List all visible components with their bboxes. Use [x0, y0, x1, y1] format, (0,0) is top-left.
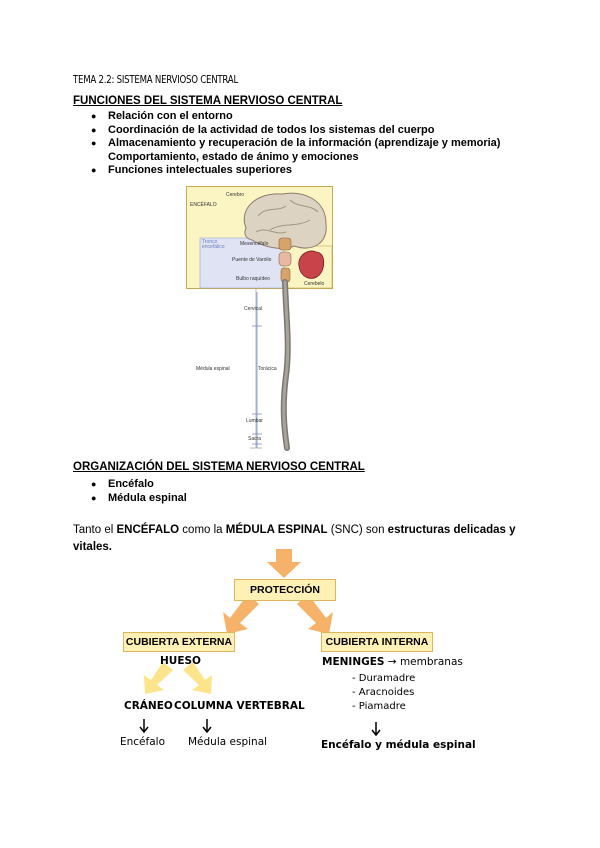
snc-paragraph: Tanto el ENCÉFALO como la MÉDULA ESPINAL…	[73, 522, 523, 556]
list-item: ●Médula espinal	[91, 491, 187, 504]
para-medula: MÉDULA ESPINAL	[225, 524, 328, 536]
cubierta-externa-box: CUBIERTA EXTERNA	[123, 632, 235, 652]
encefalo-label: Encéfalo	[120, 736, 165, 748]
document-title: TEMA 2.2: SISTEMA NERVIOSO CENTRAL	[73, 74, 238, 86]
label-sacra: Sacra	[248, 436, 262, 442]
label-cerebro: Cerebro	[226, 192, 245, 198]
arrow-to-craneo	[144, 662, 173, 694]
brain-shape	[243, 192, 327, 249]
list-item: ●Relación con el entorno	[91, 110, 233, 122]
label-mesencefalo: Mesencéfalo	[240, 241, 269, 247]
list-item: ●Encéfalo	[91, 478, 154, 490]
cns-anatomy-figure: Cerebro ENCÉFALO Tronco encefálico Mesen…	[186, 186, 416, 451]
label-lumbar: Lumbar	[246, 418, 263, 424]
label-cerebelo: Cerebelo	[304, 281, 325, 287]
hueso-label: HUESO	[160, 655, 201, 667]
arrow-down-top	[267, 549, 301, 578]
brain-gyri	[255, 199, 319, 234]
craneo-label: CRÁNEO	[124, 700, 173, 712]
list-item-text: Coordinación de la actividad de todos lo…	[108, 123, 435, 136]
label-tronco: Tronco encefálico	[202, 239, 225, 250]
arrow-to-columna	[183, 662, 212, 694]
cns-illustration	[186, 186, 333, 451]
mesencefalo-shape	[278, 237, 292, 251]
cubierta-interna-box: CUBIERTA INTERNA	[321, 632, 433, 652]
list-item-text: Relación con el entorno	[108, 110, 233, 122]
list-item-text: Médula espinal	[108, 491, 187, 504]
list-item-text: Funciones intelectuales superiores	[108, 164, 293, 177]
para-bold: estructuras delicadas y vitales.	[73, 524, 516, 553]
meninges-line: MENINGES → membranas	[322, 656, 463, 668]
piamadre-label: - Piamadre	[352, 701, 406, 712]
label-cervical: Cervical	[244, 306, 263, 312]
list-item-subtext: Comportamiento, estado de ánimo y emocio…	[108, 150, 359, 163]
proteccion-box: PROTECCIÓN	[234, 579, 336, 601]
list-item-text: Encéfalo	[108, 478, 154, 490]
arrow-to-externa	[223, 594, 259, 634]
section-heading-funciones: FUNCIONES DEL SISTEMA NERVIOSO CENTRAL	[73, 95, 343, 107]
puente-shape	[278, 251, 292, 267]
meninges-arrow: →	[384, 656, 400, 668]
para-text: como la	[179, 524, 226, 536]
columna-label: COLUMNA VERTEBRAL	[174, 700, 305, 712]
cerebelo-shape	[298, 250, 325, 279]
list-item-text: Almacenamiento y recuperación de la info…	[108, 137, 501, 150]
list-item: ●Coordinación de la actividad de todos l…	[91, 123, 435, 136]
arrow-to-interna	[297, 594, 333, 634]
label-encefalo: ENCÉFALO	[190, 202, 217, 208]
section-heading-organizacion: ORGANIZACIÓN DEL SISTEMA NERVIOSO CENTRA…	[73, 461, 365, 473]
label-puente: Puente de Varolio	[232, 257, 272, 263]
label-medula: Médula espinal	[196, 366, 230, 372]
para-text: (SNC) son	[327, 524, 388, 536]
organizacion-list: ●Encéfalo ●Médula espinal	[73, 478, 187, 505]
funciones-list: ●Relación con el entorno ●Coordinación d…	[73, 110, 500, 178]
meninges-label: MENINGES	[322, 656, 385, 668]
label-bulbo: Bulbo raquídeo	[236, 276, 270, 282]
list-item: ●Almacenamiento y recuperación de la inf…	[91, 137, 501, 163]
aracnoides-label: - Aracnoides	[352, 687, 415, 698]
medula-label: Médula espinal	[188, 736, 268, 748]
list-item: ●Funciones intelectuales superiores	[91, 164, 293, 177]
label-toracica: Torácica	[258, 366, 277, 372]
membranas-label: membranas	[399, 656, 463, 668]
black-arrows	[139, 719, 381, 737]
encefalo-medula-label: Encéfalo y médula espinal	[321, 739, 476, 751]
para-text: Tanto el	[73, 524, 117, 536]
duramadre-label: - Duramadre	[352, 673, 416, 684]
para-encefalo: ENCÉFALO	[116, 524, 180, 536]
